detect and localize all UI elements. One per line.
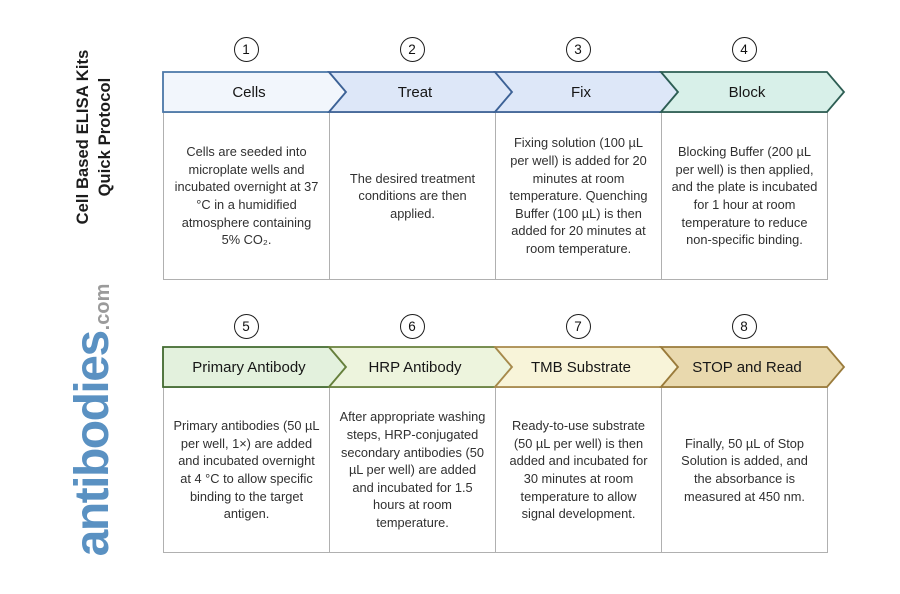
step-badges-row-2: 5 6 7 8 (163, 314, 827, 339)
elisa-protocol-diagram: 1 2 3 4 Cells are seeded into microplate… (162, 0, 863, 594)
step-badges-row-1: 1 2 3 4 (163, 37, 827, 62)
step-arrow-label: Block (728, 83, 766, 101)
step-arrow: TMB Substrate (493, 346, 680, 388)
step-arrow-label: Fix (571, 83, 591, 101)
vertical-title-line2: Quick Protocol (96, 77, 114, 197)
step-arrow: Cells (162, 71, 348, 113)
brand-logo-suffix: .com (91, 283, 114, 331)
step-description: Ready-to-use substrate (50 µL per well) … (509, 418, 648, 522)
step-number-badge: 8 (731, 314, 757, 339)
step-description-box: Ready-to-use substrate (50 µL per well) … (495, 387, 662, 553)
step-arrow-label: STOP and Read (692, 358, 802, 376)
step-number-badge: 2 (399, 37, 425, 62)
brand-logo: antibodies.com (52, 270, 132, 570)
step-arrows-row-1: Cells Treat Fix Block (162, 71, 863, 113)
step-arrow: Treat (327, 71, 514, 113)
step-descriptions-row-2: Primary antibodies (50 µL per well, 1×) … (163, 387, 828, 553)
step-description: After appropriate washing steps, HRP-con… (339, 409, 486, 531)
step-description-box: The desired treatment conditions are the… (329, 112, 496, 280)
step-description: Primary antibodies (50 µL per well, 1×) … (173, 418, 320, 522)
step-number-badge: 1 (233, 37, 259, 62)
step-descriptions-row-1: Cells are seeded into microplate wells a… (163, 112, 828, 280)
step-arrow: Primary Antibody (162, 346, 348, 388)
vertical-title-line1: Cell Based ELISA Kits (74, 49, 93, 225)
step-description: Blocking Buffer (200 µL per well) is the… (671, 144, 818, 248)
step-description: Cells are seeded into microplate wells a… (174, 144, 319, 248)
step-arrow-label: TMB Substrate (530, 358, 632, 376)
step-description-box: Cells are seeded into microplate wells a… (163, 112, 330, 280)
chevron-shape (659, 346, 846, 388)
step-arrow: STOP and Read (659, 346, 846, 388)
step-description-box: Fixing solution (100 µL per well) is add… (495, 112, 662, 280)
step-arrow: Fix (493, 71, 680, 113)
step-description: The desired treatment conditions are the… (349, 170, 476, 221)
brand-logo-main: antibodies (65, 331, 119, 557)
step-arrow-label: Cells (232, 83, 266, 101)
step-number-badge: 3 (565, 37, 591, 62)
step-arrow: Block (659, 71, 846, 113)
step-number-badge: 7 (565, 314, 591, 339)
step-arrow-label: Treat (397, 83, 433, 101)
step-arrow: HRP Antibody (327, 346, 514, 388)
vertical-title: Cell Based ELISA Kits Quick Protocol (72, 22, 118, 252)
chevron-shape (659, 71, 846, 113)
step-number-badge: 6 (399, 314, 425, 339)
step-description-box: After appropriate washing steps, HRP-con… (329, 387, 496, 553)
step-number-badge: 4 (731, 37, 757, 62)
step-arrow-label: HRP Antibody (368, 358, 462, 376)
step-description: Fixing solution (100 µL per well) is add… (509, 135, 648, 257)
step-description: Finally, 50 µL of Stop Solution is added… (681, 435, 808, 504)
step-description-box: Primary antibodies (50 µL per well, 1×) … (163, 387, 330, 553)
step-number-badge: 5 (233, 314, 259, 339)
step-arrows-row-2: Primary Antibody HRP Antibody TMB Substr… (162, 346, 863, 388)
step-description-box: Blocking Buffer (200 µL per well) is the… (661, 112, 828, 280)
step-arrow-label: Primary Antibody (192, 358, 306, 376)
step-description-box: Finally, 50 µL of Stop Solution is added… (661, 387, 828, 553)
